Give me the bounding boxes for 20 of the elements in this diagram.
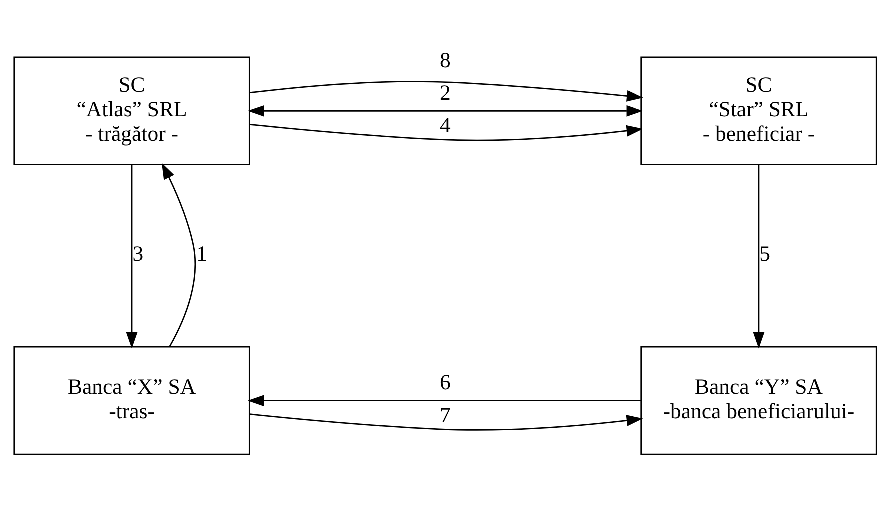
arrow bbox=[753, 164, 765, 348]
edge-label: 2 bbox=[440, 80, 451, 105]
edge-label: 4 bbox=[440, 113, 451, 138]
arrow bbox=[248, 394, 642, 406]
edge-label: 6 bbox=[440, 370, 451, 394]
edge-label: 7 bbox=[440, 402, 451, 427]
node-box: SC “Atlas” SRL - trăgător - bbox=[14, 56, 250, 166]
edge-label: 3 bbox=[132, 242, 144, 266]
arrow bbox=[250, 80, 644, 102]
edge-label: 8 bbox=[440, 48, 451, 72]
node-box: Banca “X” SA -tras- bbox=[14, 346, 250, 455]
edge-label: 5 bbox=[760, 242, 771, 266]
node-box: SC “Star” SRL - beneficiar - bbox=[640, 56, 878, 166]
node-box: Banca “Y” SA -banca beneficiarului- bbox=[640, 346, 878, 455]
arrow bbox=[126, 164, 138, 348]
arrow bbox=[162, 162, 196, 347]
edge-label: 1 bbox=[196, 242, 208, 266]
arrow bbox=[250, 123, 644, 141]
arrow bbox=[248, 104, 644, 116]
arrow bbox=[250, 413, 644, 430]
